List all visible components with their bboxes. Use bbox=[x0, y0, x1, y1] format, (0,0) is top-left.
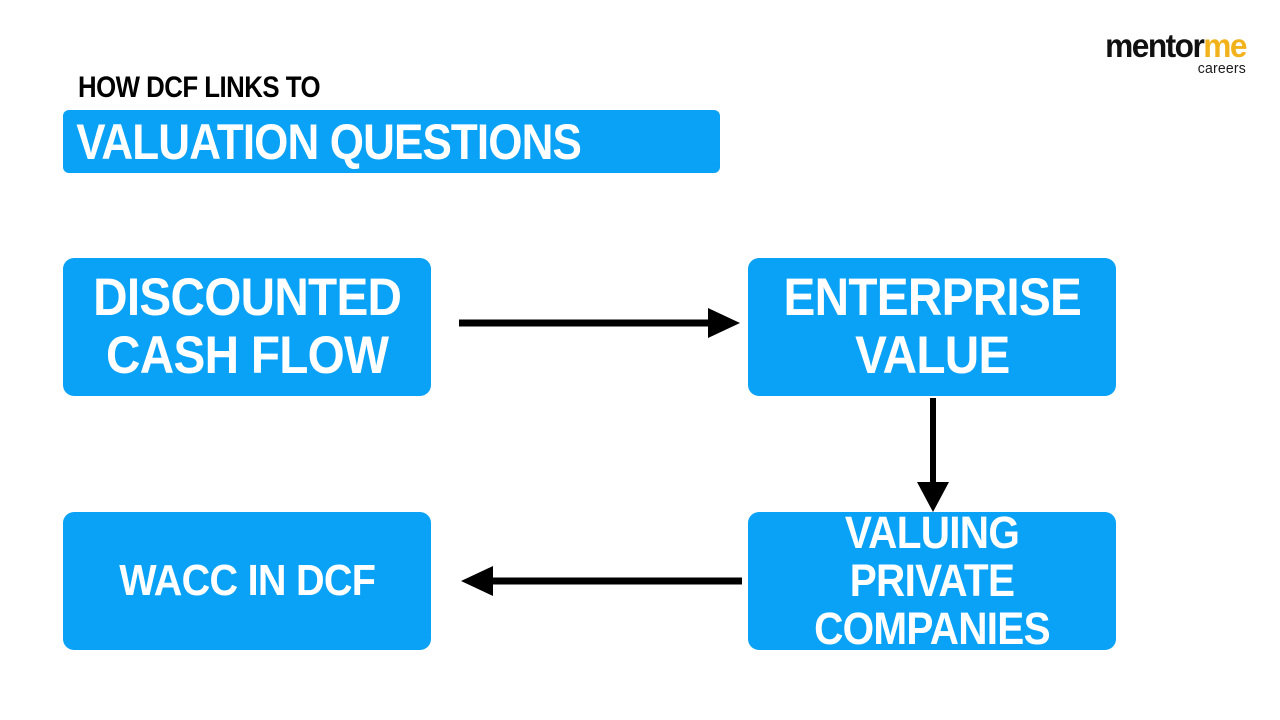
flow-node-enterprise-value[interactable]: ENTERPRISE VALUE bbox=[748, 258, 1116, 396]
brand-wordmark: mentorme bbox=[1094, 29, 1247, 62]
brand-name-part2: me bbox=[1203, 27, 1247, 64]
arrow-right-icon bbox=[459, 308, 740, 338]
flow-node-label: VALUING PRIVATE COMPANIES bbox=[814, 507, 1051, 654]
page-title: VALUATION QUESTIONS bbox=[76, 113, 582, 170]
flow-node-valuing-private-companies[interactable]: VALUING PRIVATE COMPANIES bbox=[748, 507, 1116, 654]
flow-node-wacc-in-dcf[interactable]: WACC IN DCF bbox=[63, 512, 431, 650]
brand-logo: mentorme careers bbox=[1088, 29, 1247, 77]
arrow-down-icon bbox=[917, 398, 949, 512]
brand-tagline: careers bbox=[1197, 61, 1246, 77]
flow-node-discounted-cash-flow[interactable]: DISCOUNTED CASH FLOW bbox=[63, 258, 431, 396]
title-banner: VALUATION QUESTIONS bbox=[63, 110, 720, 173]
flow-node-label: WACC IN DCF bbox=[118, 556, 376, 605]
heading-kicker: HOW DCF LINKS TO bbox=[78, 71, 321, 104]
brand-name-part1: mentor bbox=[1105, 27, 1205, 64]
flow-node-label: ENTERPRISE VALUE bbox=[783, 268, 1081, 385]
arrow-left-icon bbox=[461, 566, 742, 596]
flow-node-label: DISCOUNTED CASH FLOW bbox=[92, 268, 402, 385]
